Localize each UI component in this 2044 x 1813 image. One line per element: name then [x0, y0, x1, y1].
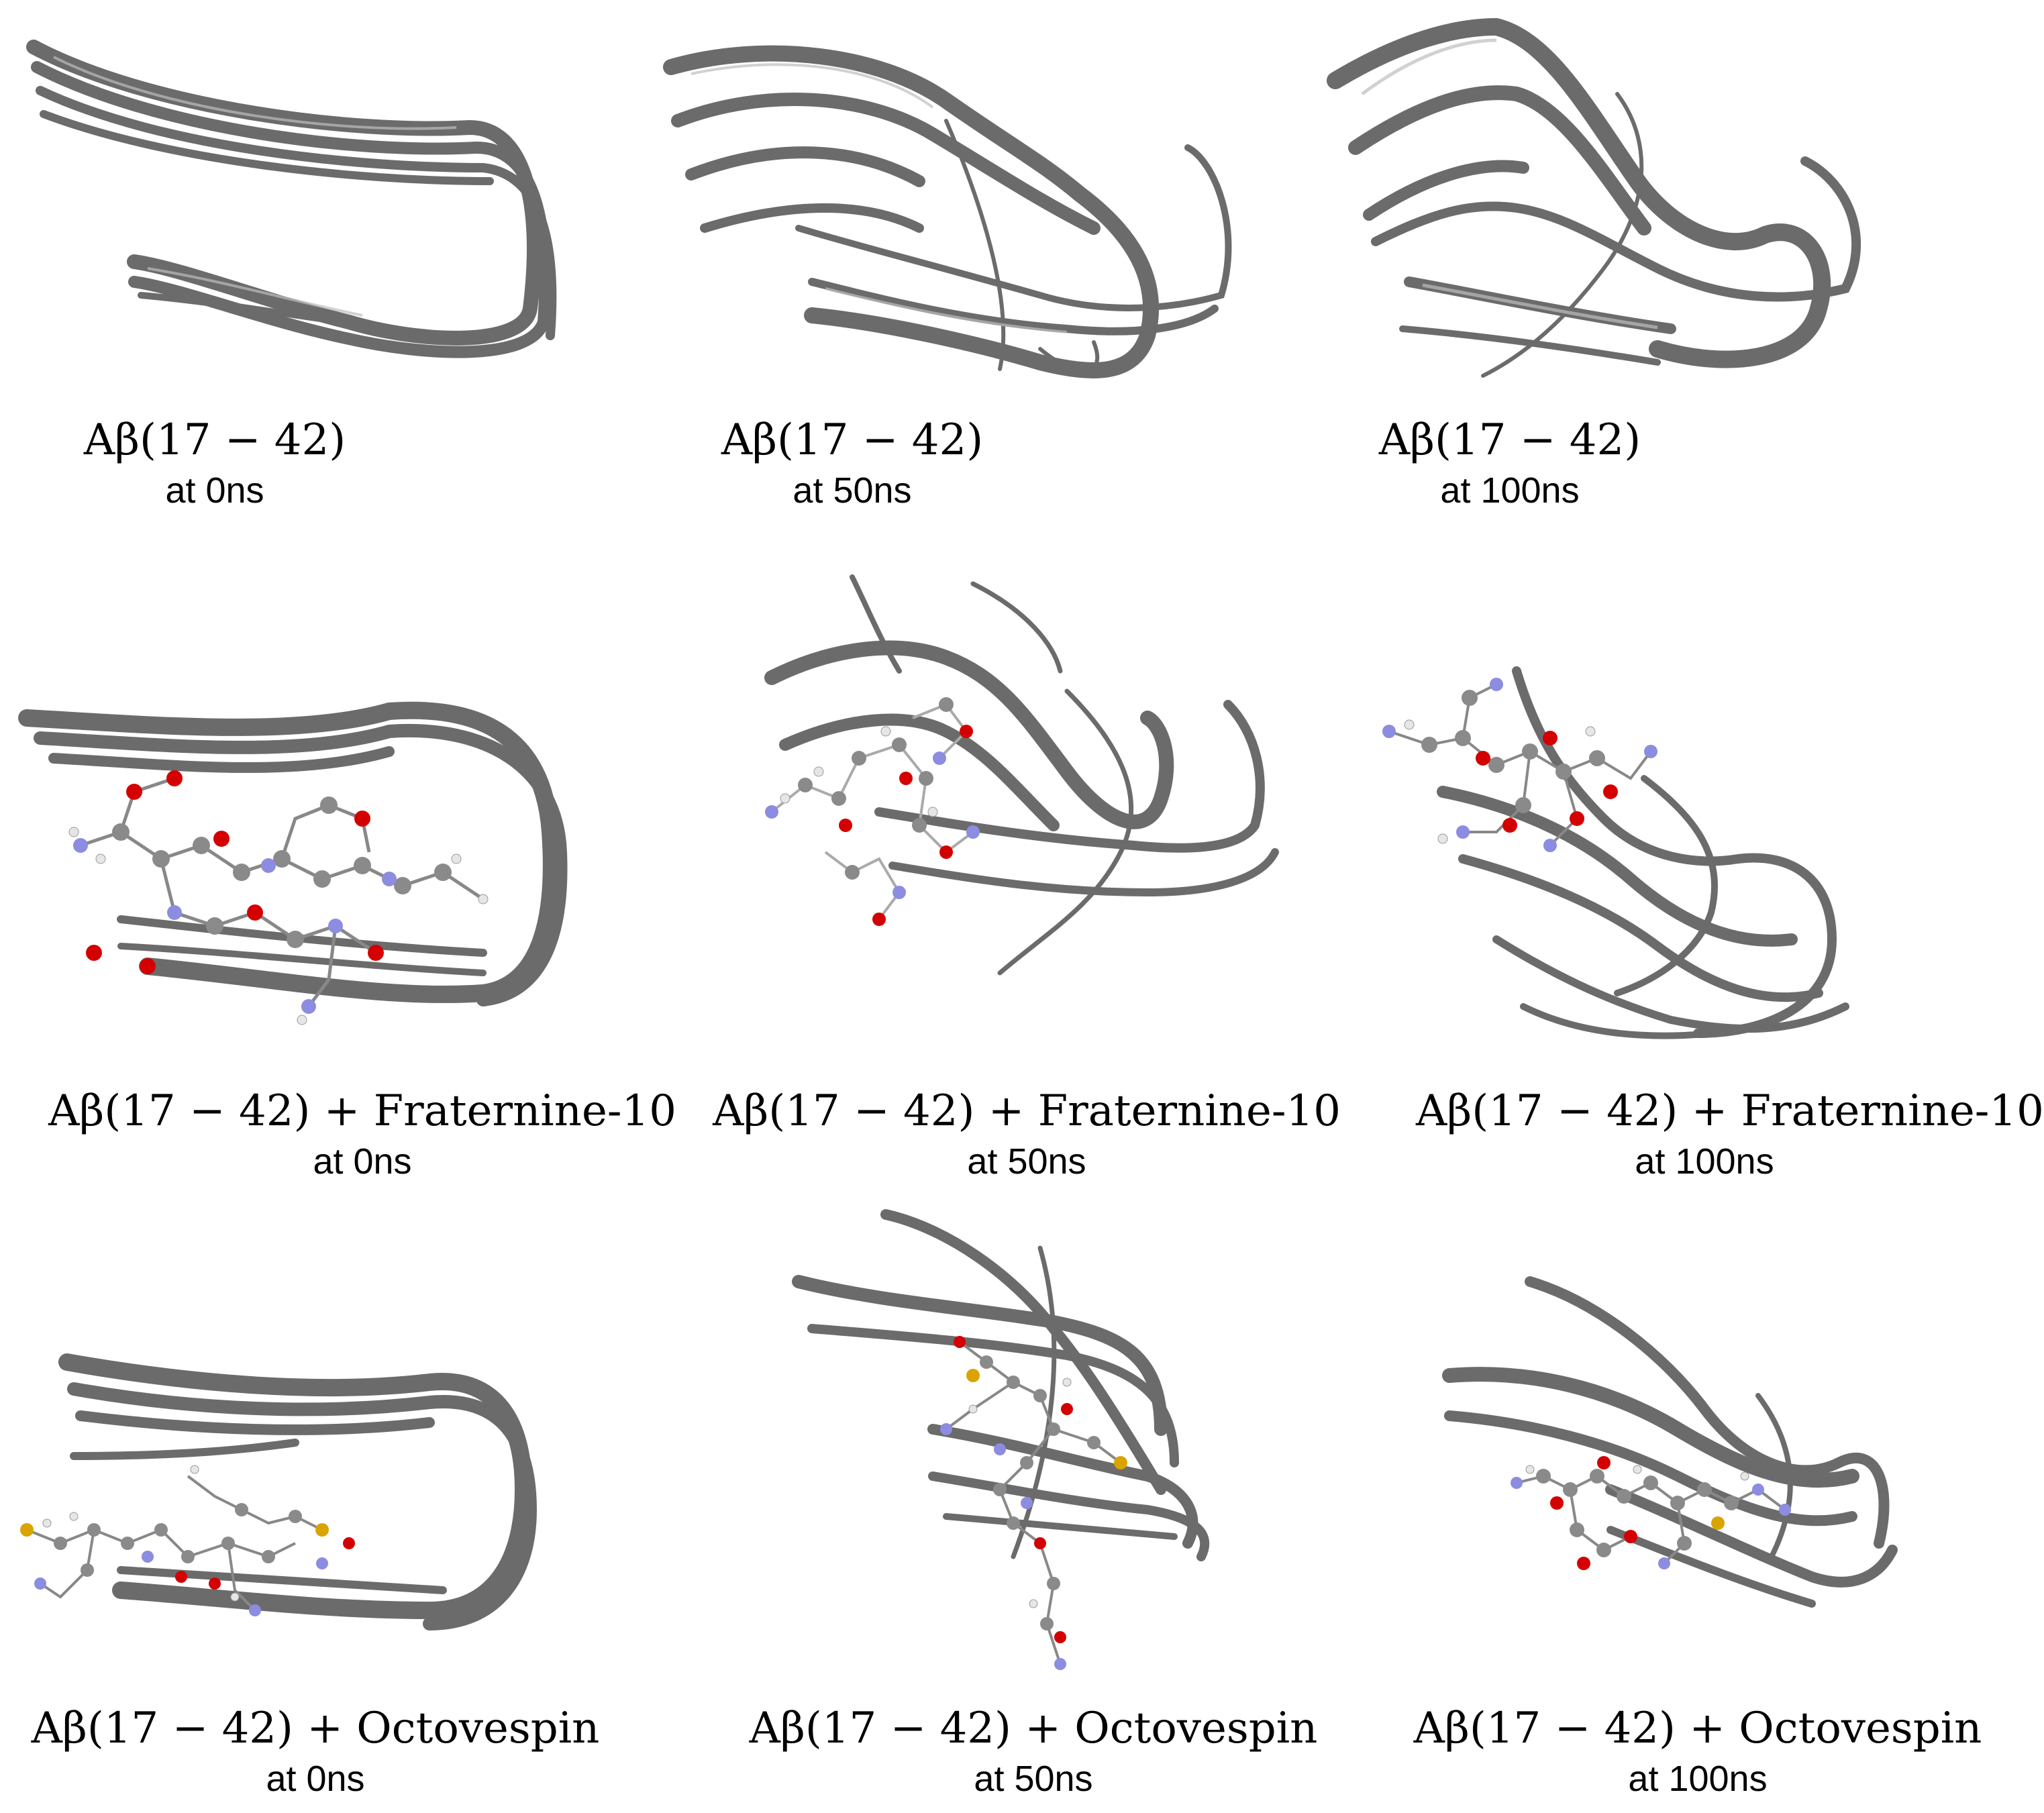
protein-ligand-figure: [1442, 1276, 1898, 1608]
caption: Aβ(17 − 42) at 50ns: [604, 415, 1101, 511]
caption: Aβ(17 − 42) + Fraternine-10 at 50ns: [691, 1086, 1362, 1182]
caption: Aβ(17 − 42) + Fraternine-10 at 100ns: [1416, 1086, 2044, 1182]
caption: Aβ(17 − 42) at 0ns: [0, 415, 463, 511]
caption-title: Aβ(17 − 42) + Fraternine-10: [713, 1086, 1341, 1136]
caption: Aβ(17 − 42) at 100ns: [1262, 415, 1758, 511]
panel-abeta-100ns: Aβ(17 − 42) at 100ns: [1322, 13, 1993, 523]
caption-time: at 50ns: [974, 1758, 1093, 1799]
caption-title: Aβ(17 − 42) + Fraternine-10: [1416, 1086, 2044, 1136]
caption-time: at 0ns: [165, 470, 264, 511]
panel-octovespin-0ns: Aβ(17 − 42) + Octovespin at 0ns: [13, 1342, 631, 1812]
caption-time: at 0ns: [313, 1141, 412, 1182]
ligand-atoms: [940, 1336, 1127, 1670]
caption: Aβ(17 − 42) + Octovespin at 0ns: [13, 1704, 617, 1800]
ligand-atoms: [765, 697, 980, 926]
ligand-atoms: [20, 1465, 355, 1616]
protein-ligand-figure: [792, 1209, 1210, 1670]
panel-fraternine-0ns: Aβ(17 − 42) + Fraternine-10 at 0ns: [13, 698, 725, 1182]
caption-title: Aβ(17 − 42) + Fraternine-10: [48, 1086, 676, 1136]
protein-ribbon-figure: [1327, 17, 1861, 378]
caption: Aβ(17 − 42) + Fraternine-10 at 0ns: [27, 1086, 698, 1182]
caption: Aβ(17 − 42) + Octovespin at 100ns: [1409, 1704, 1986, 1800]
caption-title: Aβ(17 − 42) + Octovespin: [31, 1704, 600, 1753]
protein-ligand-figure: [1382, 666, 1849, 1039]
panel-fraternine-100ns: Aβ(17 − 42) + Fraternine-10 at 100ns: [1362, 658, 2044, 1188]
panel-abeta-50ns: Aβ(17 − 42) at 50ns: [663, 27, 1335, 523]
protein-ribbon-figure: [26, 40, 557, 358]
panel-octovespin-50ns: Aβ(17 − 42) + Octovespin at 50ns: [750, 1208, 1376, 1812]
protein-ligand-figure: [20, 1353, 538, 1630]
caption: Aβ(17 − 42) + Octovespin at 50ns: [745, 1704, 1322, 1800]
protein-ribbon-figure: [663, 45, 1232, 378]
caption-title: Aβ(17 − 42): [1378, 415, 1641, 465]
caption-title: Aβ(17 − 42): [721, 415, 984, 465]
caption-time: at 100ns: [1440, 470, 1580, 511]
caption-time: at 100ns: [1628, 1758, 1768, 1799]
caption-title: Aβ(17 − 42) + Octovespin: [1413, 1704, 1982, 1753]
panel-fraternine-50ns: Aβ(17 − 42) + Fraternine-10 at 50ns: [713, 557, 1362, 1182]
ligand-atoms: [1511, 1456, 1791, 1570]
caption-title: Aβ(17 − 42): [83, 415, 346, 465]
caption-time: at 50ns: [967, 1141, 1086, 1182]
protein-ligand-figure: [18, 701, 568, 1025]
caption-time: at 0ns: [266, 1758, 365, 1799]
panel-octovespin-100ns: Aβ(17 − 42) + Octovespin at 100ns: [1414, 1261, 2000, 1812]
panel-abeta-0ns: Aβ(17 − 42) at 0ns: [13, 27, 658, 523]
caption-title: Aβ(17 − 42) + Octovespin: [749, 1704, 1318, 1753]
ligand-atoms: [68, 770, 489, 1025]
ligand-atoms: [1382, 678, 1657, 852]
protein-ligand-figure: [764, 574, 1279, 976]
caption-time: at 50ns: [793, 470, 912, 511]
caption-time: at 100ns: [1635, 1141, 1774, 1182]
